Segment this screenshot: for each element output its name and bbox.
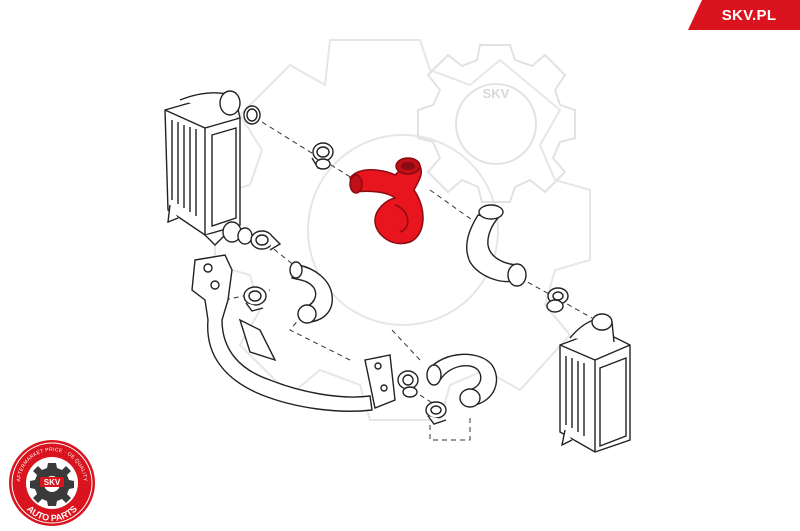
intercooler-left xyxy=(164,90,261,246)
badge-center-text: SKV xyxy=(44,478,61,487)
intercooler-right xyxy=(559,313,631,453)
brand-site-text: SKV.PL xyxy=(721,6,777,24)
lower-hose xyxy=(426,353,498,408)
hose-clamp-4 xyxy=(546,287,569,313)
brand-site-label[interactable]: SKV.PL xyxy=(688,0,800,30)
left-middle-hose xyxy=(289,261,333,324)
watermark-gear-small xyxy=(417,44,576,203)
charge-air-pipe xyxy=(191,254,396,412)
watermark-text: SKV xyxy=(483,86,510,101)
hose-clamp-6 xyxy=(425,401,447,425)
hose-clamp-3 xyxy=(243,286,267,312)
watermark-gear-large xyxy=(214,39,591,421)
highlighted-hose-part xyxy=(349,157,424,245)
hose-clamp-2 xyxy=(250,230,282,251)
right-upper-hose xyxy=(466,204,527,287)
hose-clamp-5 xyxy=(397,370,419,398)
skv-auto-parts-badge: AFTERMARKET PRICE · OE QUALITY SKV AUTO … xyxy=(9,440,95,526)
hose-clamp-1 xyxy=(311,142,334,170)
